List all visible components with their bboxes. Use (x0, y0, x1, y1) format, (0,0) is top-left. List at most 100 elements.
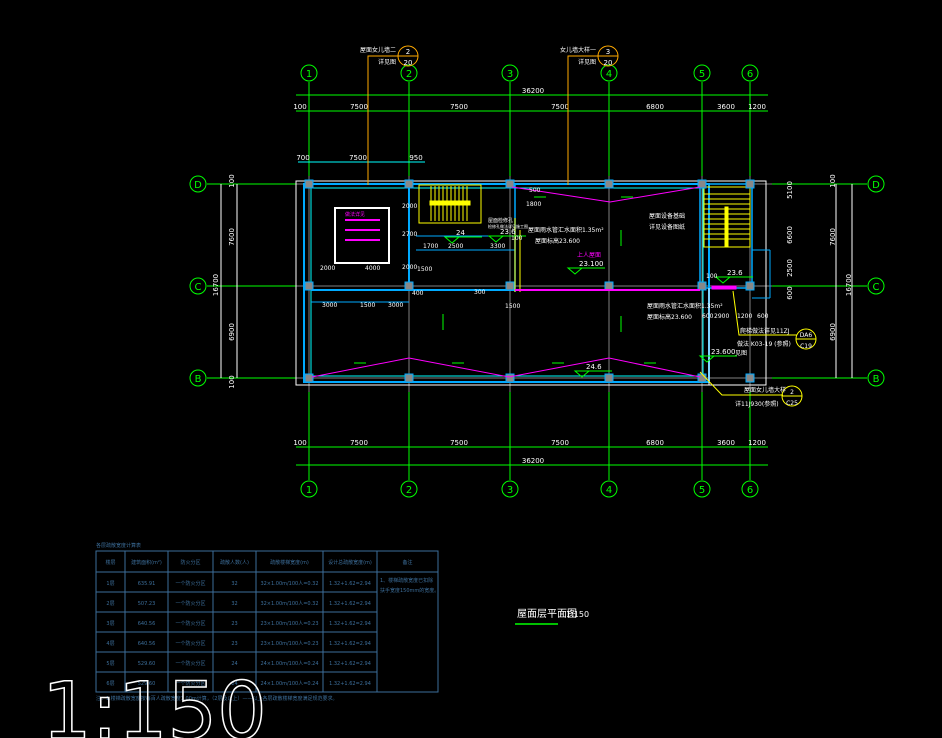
column (404, 179, 414, 189)
table-cell: 1.32+1.62=2.94 (329, 681, 371, 687)
axis-label-2: 2 (406, 69, 412, 80)
detail-label: 屋面女儿墙二 (360, 46, 396, 54)
right-dimension: 16700 (845, 274, 853, 296)
roof-drain-area-note: 屋面雨水管汇水面积1.35m² (528, 226, 604, 234)
room-dimension: 2000 (320, 265, 335, 272)
table-cell: 24×1.00m/100人=0.24 (260, 661, 318, 667)
elevation-23600: 23.600 (711, 348, 736, 356)
right-dimension: 5100 (786, 181, 794, 199)
table-cell: 1.32+1.62=2.94 (329, 621, 371, 627)
stair-landing (429, 200, 471, 206)
axis-label-5: 5 (699, 485, 705, 496)
column (404, 373, 414, 383)
axis-label-1: 1 (306, 69, 312, 80)
roof-detail-number: 2 (790, 389, 794, 396)
axis-bubble (867, 175, 885, 193)
axis-label-5: 5 (699, 69, 705, 80)
table-cell: 24×1.00m/100人=0.24 (260, 681, 318, 687)
axis-label-D: D (194, 180, 202, 191)
up-roof-label: 上人屋面 (577, 251, 601, 259)
axis-label-6: 6 (747, 69, 753, 80)
axis-bubble (300, 64, 318, 82)
column (697, 179, 707, 189)
right-dimension: 100 (829, 174, 837, 187)
room-dimension: 3000 (322, 302, 337, 309)
left-dimension: 100 (228, 174, 236, 187)
big-scale-label: 1:150 (42, 667, 267, 738)
elevation-icon (566, 267, 584, 275)
axis-bubble (501, 64, 519, 82)
table-cell: 23×1.00m/100人=0.23 (260, 621, 318, 627)
table-cell: 一个防火分区 (175, 660, 205, 667)
detail-leader-a (367, 55, 408, 185)
axis-bubble (600, 480, 618, 498)
right-dimension: 6600 (786, 226, 794, 244)
room-dimension: 100 (706, 273, 718, 280)
table-title: 各层疏散宽度计算表 (96, 542, 141, 549)
detail-sheet: 20 (604, 59, 613, 67)
table-cell: 1.32+1.62=2.94 (329, 581, 371, 587)
axis-bubble (693, 64, 711, 82)
axis-bubble (741, 64, 759, 82)
table-cell: 1.32+1.62=2.94 (329, 641, 371, 647)
room-dimension: 500 (529, 187, 541, 194)
room-dimension: 300 (474, 289, 486, 296)
dimension-segment: 7500 (450, 439, 468, 447)
equipment-foundation (334, 207, 390, 264)
building-outline (295, 180, 767, 386)
table-cell: 1.32+1.62=2.94 (329, 661, 371, 667)
axis-bubble (400, 480, 418, 498)
roof-elevation-note: 屋面标高23.600 (535, 237, 580, 245)
axis-label-2: 2 (406, 485, 412, 496)
ladder-note: 爬梯做法详见11ZJ (740, 327, 790, 335)
dimension-total: 36200 (522, 457, 544, 465)
dimension-segment: 1200 (748, 103, 766, 111)
dimension-segment: 100 (293, 103, 306, 111)
stair-left (418, 184, 482, 224)
right-dimension: 600 (786, 286, 794, 299)
table-cell: 1.32+1.62=2.94 (329, 601, 371, 607)
table-cell: 5层 (106, 661, 114, 667)
detail-number: 3 (606, 48, 610, 56)
axis-bubble (501, 480, 519, 498)
right-dimension: 2500 (786, 259, 794, 277)
axis-bubble (693, 480, 711, 498)
inner-dimension: 950 (409, 154, 422, 162)
roof-ridge-line (311, 357, 701, 378)
detail-sheet: 20 (404, 59, 413, 67)
axis-label-3: 3 (507, 69, 513, 80)
table-cell: 23 (231, 621, 237, 627)
column (745, 281, 755, 291)
table-cell: 一个防火分区 (175, 680, 205, 687)
column (604, 281, 614, 291)
axis-label-B: B (195, 374, 202, 385)
room-dimension: 2000 (402, 203, 417, 210)
axis-label-6: 6 (747, 485, 753, 496)
table-cell: 32×1.00m/100人=0.32 (260, 581, 318, 587)
axis-bubble (400, 64, 418, 82)
table-cell: 640.56 (138, 621, 156, 627)
equipment-box-note: 做法详见 (345, 211, 365, 218)
table-header: 备注 (402, 559, 412, 566)
column (604, 373, 614, 383)
elevation-236: 23.6 (500, 228, 516, 236)
roof-detail-sheet: C25 (786, 400, 798, 407)
detail-label: 女儿墙大样一 (560, 46, 596, 54)
dimension-segment: 7500 (551, 103, 569, 111)
axis-bubble (300, 480, 318, 498)
column (604, 179, 614, 189)
room-dimension: 400 (412, 290, 424, 297)
axis-bubble (741, 480, 759, 498)
table-cell: 23 (231, 641, 237, 647)
ladder-detail-sheet: C19 (800, 343, 812, 350)
column (505, 281, 515, 291)
table-remark: 扶手宽度150mm的宽度。 (380, 587, 439, 594)
axis-bubble (867, 369, 885, 387)
table-cell: 一个防火分区 (175, 640, 205, 647)
table-header: 疏散人数(人) (220, 559, 249, 566)
table-cell: 529.60 (138, 661, 156, 667)
dimension-segment: 6800 (646, 103, 664, 111)
dimension-segment: 7500 (450, 103, 468, 111)
detail-sub-label: 详见图 (378, 58, 396, 66)
